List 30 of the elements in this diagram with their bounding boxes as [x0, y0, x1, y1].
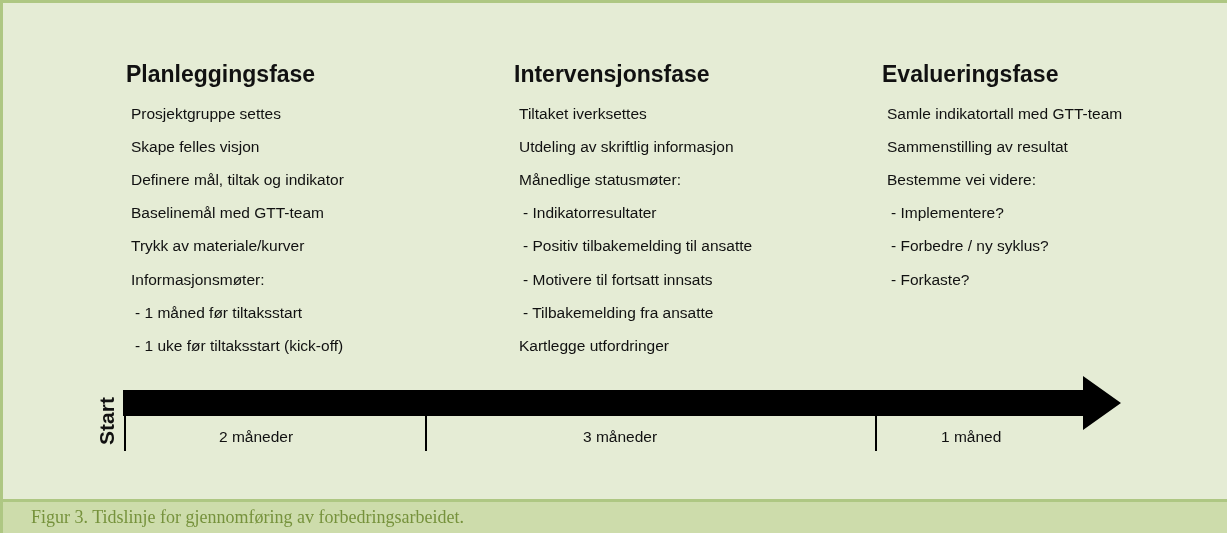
list-item: Definere mål, tiltak og indikator — [131, 171, 344, 190]
list-item: Kartlegge utfordringer — [519, 336, 669, 355]
list-item: - Forkaste? — [891, 270, 970, 289]
figure-caption: Figur 3. Tidslinje for gjennomføring av forbedringsarbeidet. — [31, 507, 464, 528]
list-item: Skape felles visjon — [131, 138, 260, 157]
duration-label: 1 måned — [941, 428, 1002, 446]
list-item: Baselinemål med GTT-team — [131, 204, 324, 223]
list-item: Bestemme vei videre: — [887, 171, 1037, 190]
list-item: Utdeling av skriftlig informasjon — [519, 138, 734, 157]
list-item: - Positiv tilbakemelding til ansatte — [523, 237, 753, 256]
phase-heading: Intervensjonsfase — [514, 61, 710, 88]
phase-heading: Evalueringsfase — [882, 61, 1059, 88]
list-item: - 1 måned før tiltaksstart — [135, 303, 303, 322]
list-item: Sammenstilling av resultat — [887, 138, 1068, 157]
list-item: Informasjonsmøter: — [131, 270, 265, 289]
list-item: Tiltaket iverksettes — [519, 105, 647, 123]
list-item: Trykk av materiale/kurver — [131, 237, 305, 256]
list-item: Prosjektgruppe settes — [131, 105, 281, 123]
list-item: - Indikatorresultater — [523, 204, 657, 223]
list-item: - Forbedre / ny syklus? — [891, 237, 1049, 256]
list-item: Samle indikatortall med GTT-team — [887, 105, 1123, 123]
list-item: - Implementere? — [891, 204, 1004, 223]
phase-heading: Planleggingsfase — [126, 61, 316, 88]
start-label: Start — [94, 397, 119, 445]
list-item: - Motivere til fortsatt innsats — [523, 270, 713, 289]
list-item: - Tilbakemelding fra ansatte — [523, 303, 714, 322]
list-item: Månedlige statusmøter: — [519, 171, 681, 190]
duration-label: 2 måneder — [219, 428, 294, 446]
list-item: - 1 uke før tiltaksstart (kick-off) — [135, 336, 344, 355]
duration-label: 3 måneder — [583, 428, 658, 446]
